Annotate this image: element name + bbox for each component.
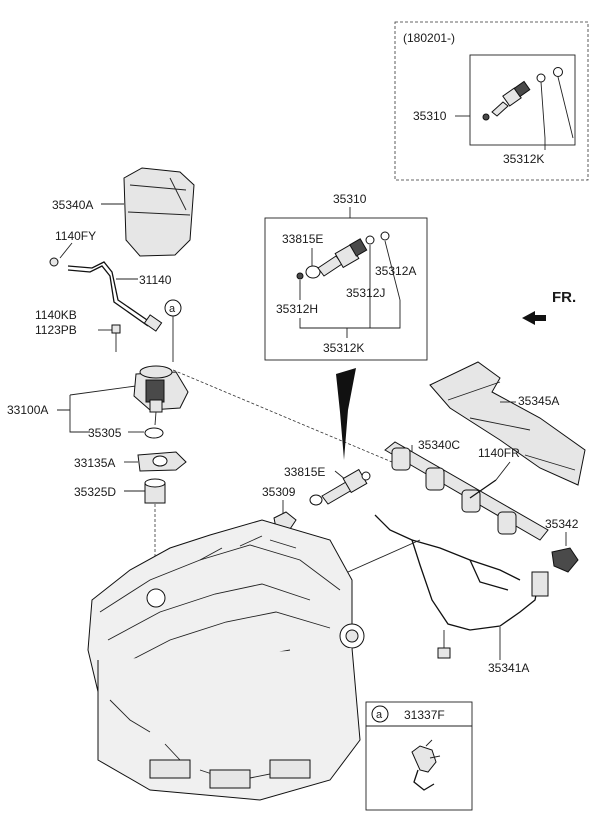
- label-31140: 31140: [139, 273, 172, 287]
- injector-kit-box: 35310 33815E 35312A 35312J 35312H 35312K: [264, 192, 428, 361]
- pressure-sensor-icon: [551, 547, 579, 573]
- engine-cylinder-head-icon: [87, 519, 365, 801]
- label-35340A: 35340A: [52, 198, 93, 212]
- label-35340C: 35340C: [418, 438, 460, 452]
- label-35312A: 35312A: [375, 264, 416, 278]
- label-35341A: 35341A: [488, 661, 529, 675]
- label-35312J: 35312J: [346, 286, 385, 300]
- kit-box-border: [264, 217, 428, 361]
- washer-icon: [296, 272, 304, 280]
- label-33100A: 33100A: [7, 403, 48, 417]
- label-33135A: 33135A: [74, 456, 115, 470]
- label-35342: 35342: [545, 517, 579, 531]
- label-35312H: 35312H: [276, 302, 318, 316]
- fr-label: FR.: [552, 289, 576, 306]
- bracket-icon: [411, 739, 441, 791]
- fuel-line: [67, 261, 151, 323]
- seal-ring-icon-2: [365, 235, 375, 245]
- front-direction: FR.: [522, 289, 576, 325]
- label-35312K-inset: 35312K: [503, 152, 544, 166]
- wiring-harness: [374, 514, 541, 631]
- label-31337F: 31337F: [404, 708, 445, 722]
- inset-bottom-border: [365, 701, 473, 811]
- injector-icon-kit: [305, 238, 368, 279]
- fuel-rail-icon: [384, 441, 549, 541]
- label-33815E: 33815E: [284, 465, 325, 479]
- label-35305: 35305: [88, 426, 122, 440]
- injector-cover-icon: [429, 361, 586, 486]
- inset-date-label: (180201-): [403, 31, 455, 45]
- arrow-right-icon: [522, 311, 546, 325]
- label-1140FY: 1140FY: [55, 229, 96, 243]
- injector-icon-inset: [482, 80, 531, 121]
- fuel-pump-group: 35340A 1140FY 31140 a 1140KB 1123PB 3310…: [7, 167, 393, 590]
- inset-circle-a-text: a: [376, 709, 383, 721]
- label-35310: 35310: [333, 192, 367, 206]
- fuel-pump-icon: [133, 365, 189, 413]
- bolt-icon: [49, 257, 59, 267]
- seal-ring-icon: [536, 73, 546, 83]
- label-35312K: 35312K: [323, 341, 364, 355]
- pointer-icon: [336, 368, 356, 460]
- o-ring-icon: [553, 67, 563, 77]
- stud-bolt-icon: [111, 324, 121, 334]
- rail-bolt-icon: [469, 479, 497, 499]
- connector-icon-2: [437, 647, 451, 659]
- label-1123PB: 1123PB: [35, 323, 77, 337]
- label-1140FR: 1140FR: [478, 446, 520, 460]
- inset-updated-injector: (180201-) 35310 35312K: [394, 21, 589, 181]
- inset-circle-a: [371, 705, 389, 723]
- o-ring-icon-pump: [144, 427, 164, 439]
- label-35325D: 35325D: [74, 485, 116, 499]
- label-35310-inset: 35310: [413, 109, 447, 123]
- inset-border: [394, 21, 589, 181]
- inset-bracket: [469, 54, 576, 146]
- o-ring-icon-2: [380, 231, 390, 241]
- label-33815E-top: 33815E: [282, 232, 323, 246]
- callout-circle-a-text: a: [169, 303, 176, 315]
- label-1140KB: 1140KB: [35, 308, 77, 322]
- connector-icon: [531, 571, 549, 597]
- inset-bracket-part: a 31337F: [365, 701, 473, 811]
- injector-icon: [309, 468, 371, 506]
- label-35345A: 35345A: [518, 394, 559, 408]
- label-35309: 35309: [262, 485, 296, 499]
